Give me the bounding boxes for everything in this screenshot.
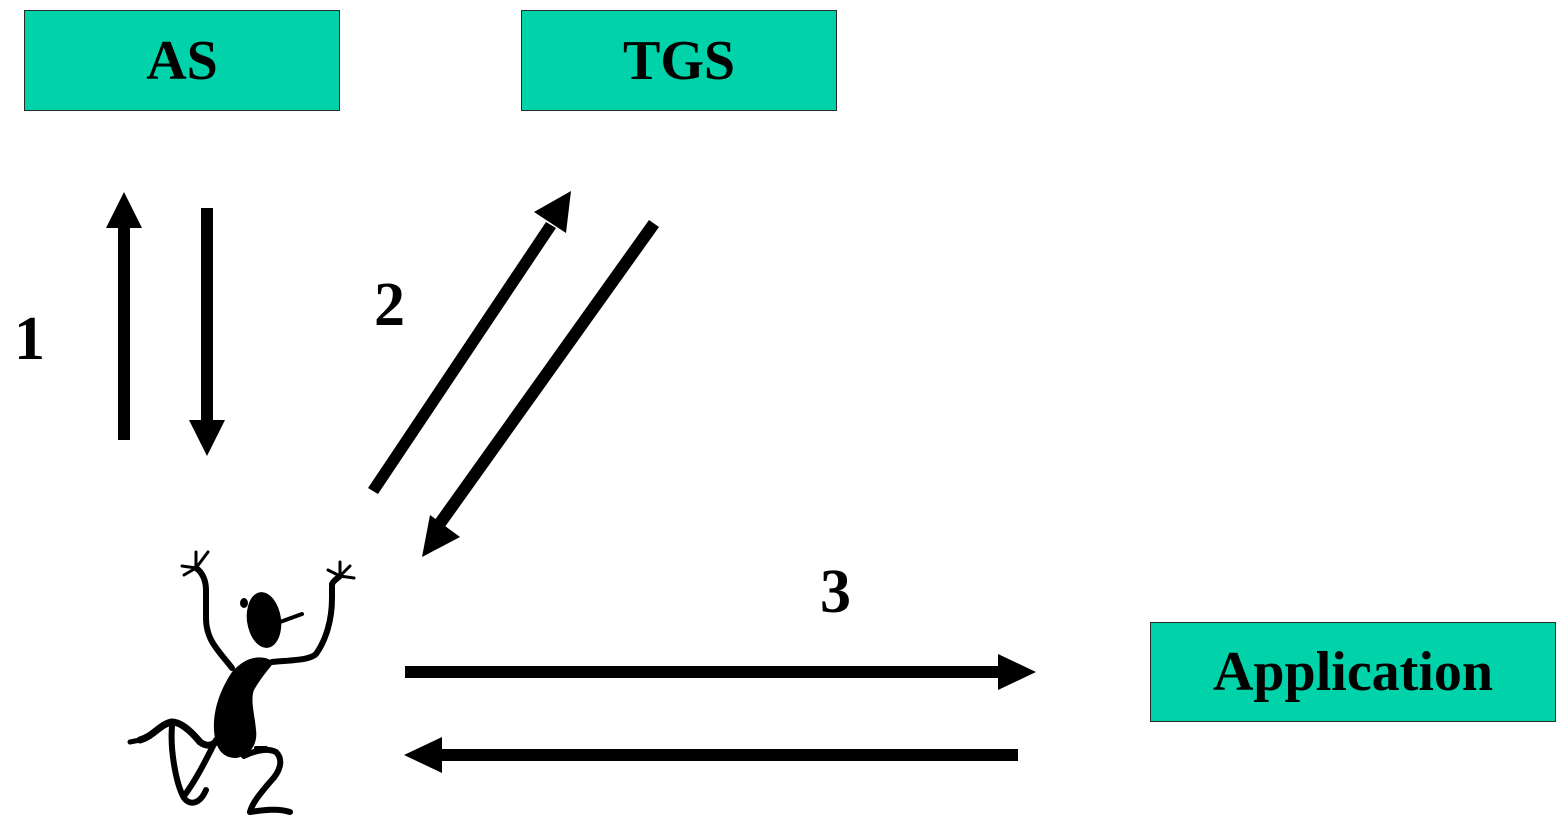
- application-server-box: Application: [1150, 622, 1556, 722]
- as-server-box: AS: [24, 10, 340, 111]
- step-1-label: 1: [14, 305, 45, 373]
- as-request-arrow: [106, 192, 142, 440]
- application-reply-arrow: [404, 737, 1018, 773]
- dancing-person-icon: [127, 550, 356, 815]
- as-label: AS: [146, 29, 218, 92]
- step-3-label: 3: [820, 558, 851, 626]
- application-label: Application: [1212, 641, 1494, 703]
- tgs-label: TGS: [622, 29, 736, 92]
- tgs-request-arrow: [368, 191, 571, 494]
- tgs-server-box: TGS: [521, 10, 837, 111]
- tgs-reply-arrow: [422, 220, 659, 557]
- as-reply-arrow: [189, 208, 225, 456]
- step-2-label: 2: [374, 271, 405, 339]
- application-request-arrow: [405, 654, 1036, 690]
